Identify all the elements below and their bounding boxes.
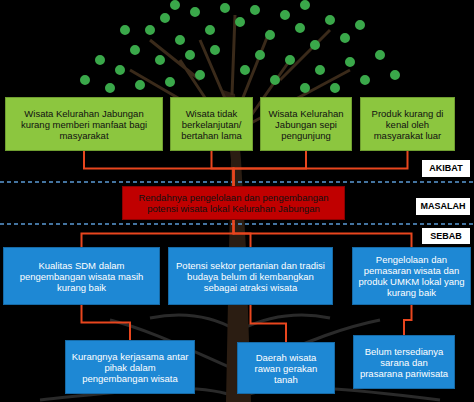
connector-line	[404, 305, 412, 335]
cause-box: Daerah wisata rawan gerakan tanah	[237, 342, 335, 394]
box-text: Belum tersedianya sarana dan prasarana p…	[359, 346, 449, 379]
divider-line	[0, 181, 474, 183]
cause-box: Belum tersedianya sarana dan prasarana p…	[353, 335, 455, 389]
effect-box: Wisata Kelurahan Jabungan kurang memberi…	[5, 97, 163, 151]
box-text: Daerah wisata rawan gerakan tanah	[243, 352, 329, 385]
box-text: Rendahnya pengelolaan dan pengembangan p…	[128, 192, 339, 214]
effect-box: Produk kurang di kenal oleh masyarakat l…	[360, 97, 455, 151]
connector-line	[234, 151, 408, 186]
cause-box: Kurangnya kerjasama antar pihak dalam pe…	[65, 340, 195, 394]
box-text: Produk kurang di kenal oleh masyarakat l…	[366, 108, 449, 141]
branches	[130, 15, 350, 140]
effect-box: Wisata tidak berkelanjutan/ bertahan lam…	[170, 97, 253, 151]
effect-box: Wisata Kelurahan Jabungan sepi pengunjun…	[260, 97, 352, 151]
cause-box: Pengelolaan dan pemasaran wisata dan pro…	[352, 247, 471, 305]
box-text: Potensi sektor pertanian dan tradisi bud…	[174, 260, 327, 293]
connector-line	[82, 220, 234, 247]
box-text: Pengelolaan dan pemasaran wisata dan pro…	[358, 254, 465, 298]
box-text: MASALAH	[421, 201, 466, 212]
connector-line	[234, 220, 412, 247]
divider-line	[0, 223, 474, 225]
section-tag: AKIBAT	[422, 160, 470, 177]
connector-line	[212, 151, 234, 186]
leaves	[80, 0, 400, 93]
cause-box: Potensi sektor pertanian dan tradisi bud…	[168, 247, 333, 305]
box-text: Wisata Kelurahan Jabungan sepi pengunjun…	[266, 108, 346, 141]
connector-line	[82, 305, 131, 340]
problem-box: Rendahnya pengelolaan dan pengembangan p…	[122, 186, 345, 220]
box-text: Wisata Kelurahan Jabungan kurang memberi…	[11, 108, 157, 141]
section-tag: SEBAB	[422, 228, 470, 244]
box-text: Kurangnya kerjasama antar pihak dalam pe…	[71, 351, 189, 384]
box-text: SEBAB	[430, 231, 462, 242]
box-text: Wisata tidak berkelanjutan/ bertahan lam…	[176, 108, 247, 141]
connector-line	[84, 151, 234, 186]
section-tag: MASALAH	[416, 198, 470, 215]
cause-box: Kualitas SDM dalam pengembangan wisata m…	[3, 247, 160, 305]
connector-line	[251, 305, 287, 342]
box-text: AKIBAT	[429, 163, 462, 174]
box-text: Kualitas SDM dalam pengembangan wisata m…	[9, 260, 154, 293]
